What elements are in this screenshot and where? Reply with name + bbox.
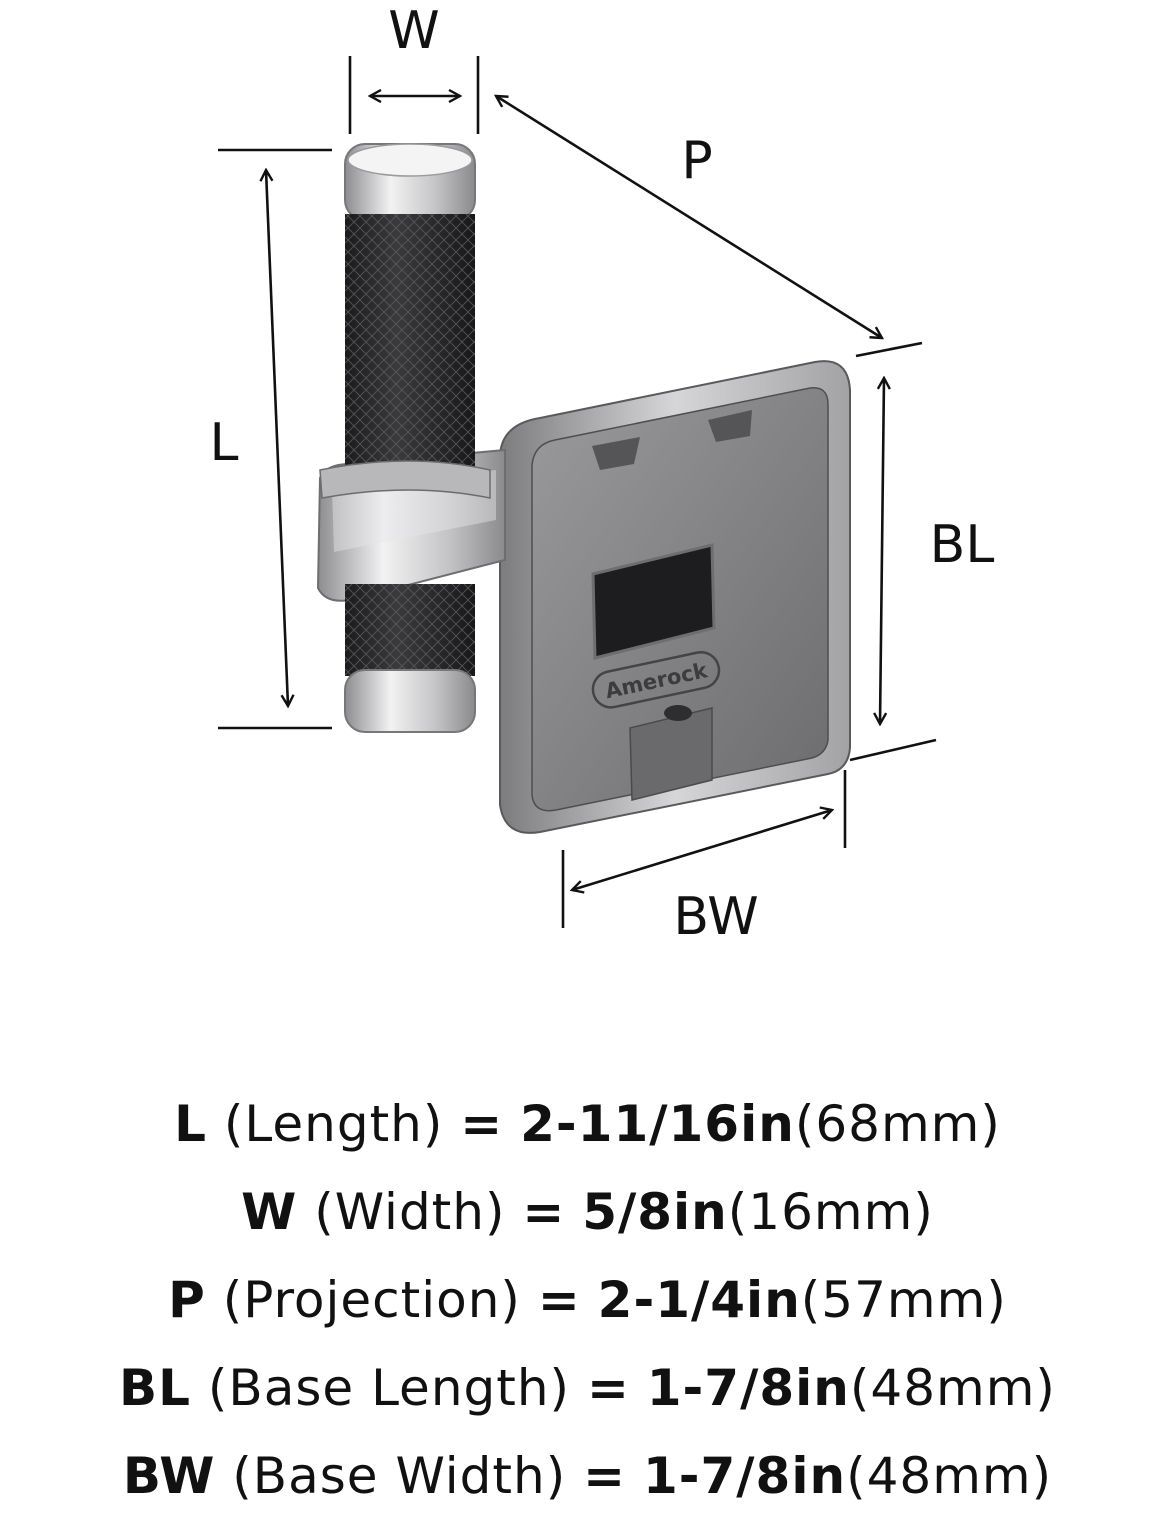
dimension-spec-list: L (Length) = 2-11/16in(68mm) W (Width) =… <box>0 1080 1175 1520</box>
spec-row-length: L (Length) = 2-11/16in(68mm) <box>0 1080 1175 1168</box>
spec-imperial: 2-11/16in <box>520 1095 795 1153</box>
spec-imperial: 2-1/4in <box>597 1271 801 1329</box>
p-arrow <box>496 96 882 338</box>
spec-metric: (68mm) <box>794 1095 1001 1153</box>
top-cap-face <box>347 143 473 177</box>
spec-equals: = <box>460 1095 504 1153</box>
spec-equals: = <box>583 1447 627 1505</box>
spec-metric: (48mm) <box>849 1359 1056 1417</box>
spec-name: (Length) <box>223 1095 444 1153</box>
base-plate: Amerock <box>499 360 851 834</box>
dim-label-bl: BL <box>930 515 995 575</box>
spec-code: BL <box>119 1359 192 1417</box>
screw-hole <box>664 705 692 721</box>
spec-imperial: 5/8in <box>582 1183 728 1241</box>
spec-code: BW <box>122 1447 216 1505</box>
spec-name: (Width) <box>314 1183 506 1241</box>
dim-label-l: L <box>210 413 239 473</box>
spec-metric: (48mm) <box>846 1447 1053 1505</box>
spec-code: W <box>241 1183 298 1241</box>
dim-label-p: P <box>681 131 712 191</box>
spec-equals: = <box>537 1271 581 1329</box>
spec-name: (Projection) <box>222 1271 521 1329</box>
spec-metric: (16mm) <box>727 1183 934 1241</box>
bl-extension-top <box>855 341 923 358</box>
spec-equals: = <box>586 1359 630 1417</box>
spec-name: (Base Length) <box>207 1359 571 1417</box>
hook-bar <box>319 143 491 733</box>
bl-extension-bottom <box>849 738 937 762</box>
spec-code: P <box>168 1271 206 1329</box>
mounting-slot <box>591 543 716 660</box>
spec-row-width: W (Width) = 5/8in(16mm) <box>0 1168 1175 1256</box>
top-notch-right <box>708 410 752 442</box>
spec-equals: = <box>522 1183 566 1241</box>
spec-row-base-width: BW (Base Width) = 1-7/8in(48mm) <box>0 1432 1175 1520</box>
top-notch-left <box>592 437 640 470</box>
spec-imperial: 1-7/8in <box>646 1359 850 1417</box>
spec-imperial: 1-7/8in <box>642 1447 847 1505</box>
bottom-cap <box>344 669 476 733</box>
dim-label-bw: BW <box>673 887 758 947</box>
arm-band <box>319 460 491 499</box>
spec-name: (Base Width) <box>232 1447 567 1505</box>
bl-arrow <box>880 378 884 724</box>
spec-code: L <box>174 1095 207 1153</box>
l-arrow <box>266 170 288 706</box>
bw-arrow <box>572 810 832 890</box>
spec-row-base-length: BL (Base Length) = 1-7/8in(48mm) <box>0 1344 1175 1432</box>
hook-dimension-diagram: Amerock <box>210 1 995 947</box>
dimension-lines <box>218 56 937 928</box>
dim-label-w: W <box>388 1 439 61</box>
spec-metric: (57mm) <box>800 1271 1007 1329</box>
spec-row-projection: P (Projection) = 2-1/4in(57mm) <box>0 1256 1175 1344</box>
